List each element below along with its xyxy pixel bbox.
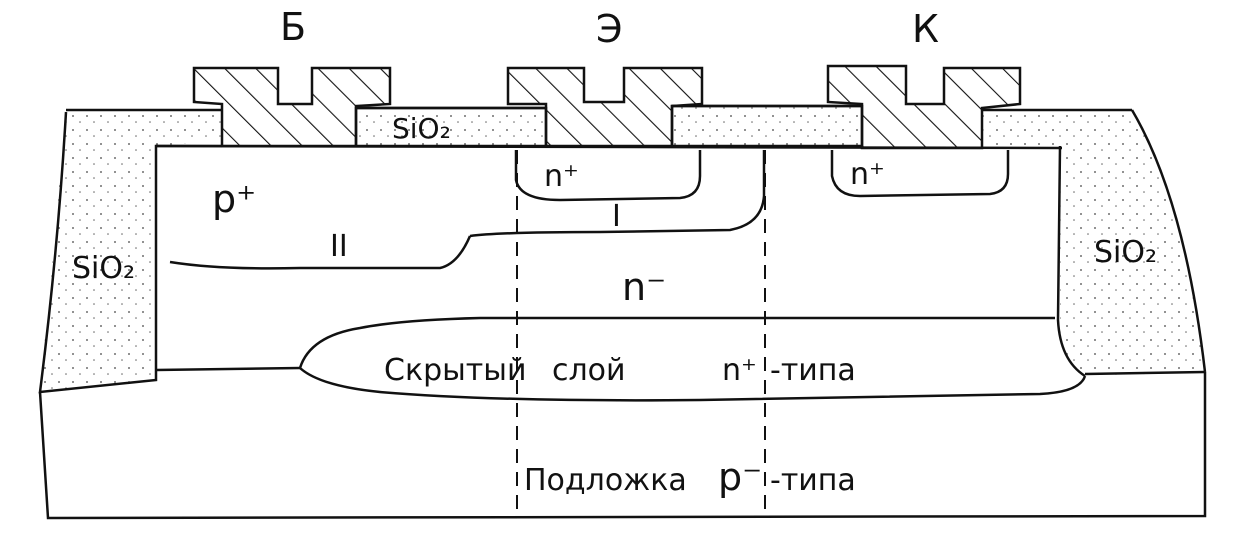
label-base: Б: [280, 5, 306, 49]
label-buried-4: -типа: [770, 353, 856, 388]
label-buried-3: n⁺: [722, 353, 757, 388]
base-contact: [192, 66, 392, 148]
label-substrate-1: Подложка: [524, 463, 687, 498]
label-p-plus: p⁺: [212, 177, 256, 221]
collector-n-plus-region: [830, 150, 1010, 198]
label-buried-1: Скрытый: [384, 353, 526, 388]
label-oxide-center: SiO₂: [392, 112, 451, 145]
buried-layer: [298, 316, 1087, 402]
epi-layer-boundary: [155, 366, 301, 372]
left-oxide-region: [40, 110, 222, 392]
right-oxide-outline: [1056, 109, 1207, 378]
label-roman-one: I: [612, 199, 621, 234]
label-n-minus: n⁻: [622, 265, 666, 309]
label-buried-2: слой: [552, 353, 626, 388]
label-collector: К: [912, 7, 939, 51]
label-n-plus-collector: n⁺: [850, 157, 885, 192]
emitter-contact: [506, 66, 704, 148]
label-substrate-2: p⁻: [718, 455, 762, 499]
oxide-pad-right: [670, 104, 864, 148]
left-oxide-outline: [38, 111, 222, 394]
right-oxide-region: [982, 110, 1205, 376]
collector-contact: [826, 64, 1022, 150]
label-oxide-right: SiO₂: [1094, 235, 1157, 270]
label-substrate-3: -типа: [770, 463, 856, 498]
label-roman-two: II: [330, 229, 348, 264]
oxide-pad-center: [354, 106, 548, 148]
junction-curve-two: [169, 235, 472, 270]
junction-curve-one: [469, 150, 766, 238]
label-emitter: Э: [596, 7, 623, 51]
label-oxide-left: SiO₂: [72, 251, 135, 286]
emitter-n-plus-region: [514, 150, 702, 202]
label-n-plus-emitter: n⁺: [544, 159, 579, 194]
epi-layer-boundary-right: [1084, 370, 1206, 376]
substrate-outline: [38, 372, 1207, 520]
